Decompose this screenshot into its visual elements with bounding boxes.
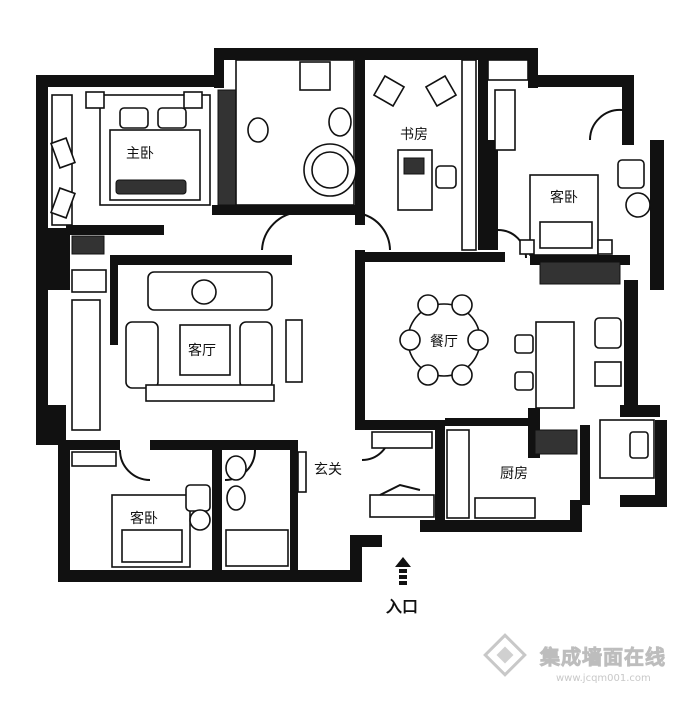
entrance-arrow-icon (395, 557, 411, 585)
watermark: 集成墙面在线 www.jcqm001.com (483, 633, 666, 684)
watermark-url: www.jcqm001.com (556, 673, 651, 684)
dining-room (399, 294, 622, 409)
living-room (71, 235, 303, 431)
room-label-study: 书房 (400, 127, 428, 143)
kitchen (446, 419, 655, 519)
interior-walls (60, 60, 630, 570)
master-bathroom (235, 59, 357, 206)
entrance: 入口 (386, 557, 418, 616)
south-bathroom (225, 451, 307, 567)
study (372, 59, 477, 251)
room-label-guest-bedroom-east: 客卧 (550, 189, 578, 206)
room-label-living-room: 客厅 (188, 342, 216, 359)
room-labels: 主卧 书房 客卧 客厅 餐厅 客卧 玄关 厨房 (126, 127, 578, 527)
entrance-label: 入口 (386, 597, 418, 616)
windows (39, 49, 661, 566)
master-bedroom (50, 89, 237, 226)
room-label-master-bedroom: 主卧 (126, 146, 154, 162)
watermark-logo-icon (483, 633, 527, 677)
watermark-brand: 集成墙面在线 (539, 645, 666, 669)
room-label-guest-bedroom-south: 客卧 (130, 510, 158, 527)
room-label-kitchen: 厨房 (500, 466, 528, 482)
guest-bedroom-east (487, 59, 651, 285)
guest-bedroom-south (71, 451, 211, 568)
foyer (369, 431, 435, 518)
room-label-foyer: 玄关 (314, 461, 342, 478)
room-label-dining-room: 餐厅 (430, 334, 458, 350)
